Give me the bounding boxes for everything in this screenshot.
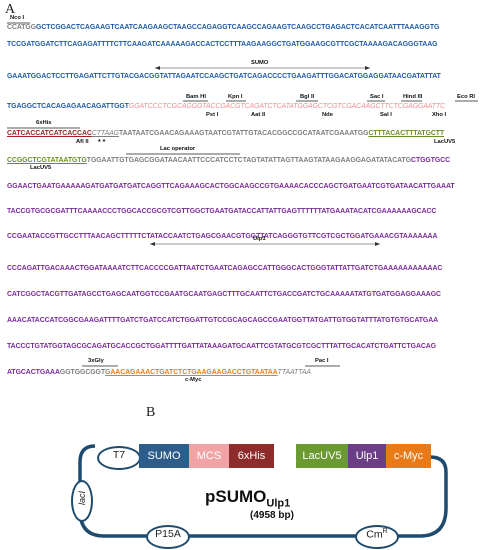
aflii-label: Afl II (76, 139, 89, 145)
ncoi-label: Nco I (10, 15, 25, 21)
paci-label: Pac I (315, 358, 329, 364)
sequence-run: CTTAAG (91, 130, 119, 137)
sequence-run: CCCAGATTGACAAACTGGATAAAATCTTCACCCCGATTAA… (7, 265, 443, 272)
sequence-line-2: TCCGATGGATCTTCAGAGATTTTCTTCAAGATCAAAAAGA… (7, 41, 438, 48)
sequence-run: GAAATGGACTCCTTGAGATTCTTGTACGACGGTATTAGAA… (7, 73, 441, 80)
sequence-run: GGATCCCTCGCAGGGTACCGACGTCAGATCTCATATGGAG… (128, 103, 446, 110)
plasmid-name: pSUMO (205, 487, 267, 506)
cmr-text: Cm (366, 528, 383, 541)
lacuv5-label-2: LacUV5 (30, 165, 52, 171)
sequence-run: CTGGTGCC (411, 157, 451, 164)
sequence-line-11: CATCGGCTACGTTGATAGCCTGAGCAATGGTCCGAATGCA… (7, 291, 441, 298)
sequence-line-3: GAAATGGACTCCTTGAGATTCTTGTACGACGGTATTAGAA… (7, 73, 441, 80)
sequence-run: TAATAATCGAACAGAAAGTAATCGTATTGTACACGGCCGC… (118, 130, 369, 137)
laci-label: lacI (77, 491, 87, 506)
sequence-run: CCGAATACCGTTGCCTTTAACAGCTTTTTCTATACCAATC… (7, 233, 438, 240)
sequence-line-1: CCATGGGCTCGGACTCAGAAGTCAATCAAGAAGCTAAGCC… (7, 24, 439, 31)
sequence-run: TACCGTGCGCGATTTCAAAACCCTGGCACCGCGTCGTTGG… (7, 208, 437, 215)
sequence-line-9: CCGAATACCGTTGCCTTTAACAGCTTTTTCTATACCAATC… (7, 233, 437, 240)
sequence-run: GGAACTGAATGAAAAAGATGATGATGATCAGGTTCAGAAA… (7, 183, 455, 190)
sixhis-label: 6xHis (36, 120, 52, 126)
sequence-line-4: TGAGGCTCACAGAGAACAGATTGGTGGATCCCTCGCAGGG… (7, 103, 445, 110)
mcs-segment: MCS (189, 444, 229, 468)
sequence-run: AAACATACCATCGGCGAAGATTTTGATCTGATCCATCTGG… (7, 317, 439, 324)
sequence-run: GCTCGGACTCAGAAGTCAATCAAGAAGCTAAGCCAGAGGT… (36, 24, 440, 31)
sequence-line-8: TACCGTGCGCGATTTCAAAACCCTGGCACCGCGTCGTTGG… (7, 208, 436, 215)
ulp1-segment: Ulp1 (348, 444, 386, 468)
sequence-line-10: CCCAGATTGACAAACTGGATAAAATCTTCACCCCGATTAA… (7, 265, 442, 272)
bglii-label: Bgl II (300, 94, 315, 100)
sequence-run: TACCCTGTATGGTAGCGCAGATGCACCGCTGGATTTTGAT… (7, 343, 437, 350)
sumo-label: SUMO (251, 60, 269, 66)
plasmid-subscript: Ulp1 (266, 497, 291, 510)
panel-a-label: A (5, 2, 16, 17)
sequence-run: TCCGATGGATCTTCAGAGATTTTCTTCAAGATCAAAAAGA… (7, 41, 438, 48)
cmr-superscript: R (382, 528, 388, 535)
saci-label: Sac I (370, 94, 384, 100)
cmr-marker (355, 525, 399, 549)
3xgly-label: 3xGly (88, 358, 104, 364)
lac-operator-label: Lac operator (160, 146, 196, 152)
panel-b-label: B (146, 405, 156, 420)
stop-codon-stars: * * (98, 139, 106, 146)
nde-label: Nde (322, 112, 333, 118)
p15a-origin (146, 525, 190, 549)
t7-label: T7 (112, 449, 126, 461)
cmr-label: CmR (357, 528, 397, 541)
sequence-run: TTAATTAA (277, 369, 311, 376)
sequence-run: CTTTACACTTTATGCTT (368, 130, 445, 137)
sequence-run: CCGGCTCGTATAATGTG (7, 157, 87, 164)
ulp1-label: Ulp1 (253, 236, 266, 242)
sixhis-segment: 6xHis (229, 444, 274, 468)
laci-element (71, 480, 93, 522)
kpni-label: Kpn I (228, 94, 243, 100)
sequence-run: GGTGGCGGT (59, 369, 106, 376)
sequence-line-6: CCGGCTCGTATAATGTGTGGAATTGTGAGCGGATAACAAT… (7, 157, 450, 164)
plasmid-title: pSUMOUlp1 (205, 487, 290, 509)
sequence-line-13: TACCCTGTATGGTAGCGCAGATGCACCGCTGGATTTTGAT… (7, 343, 436, 350)
lacuv5-segment: LacUV5 (296, 444, 348, 468)
sequence-run: ATGCACTGAAA (7, 369, 60, 376)
sequence-run: CATCACCATCATCACCAC (7, 130, 92, 137)
sequence-line-5: CATCACCATCATCACCACCTTAAGTAATAATCGAACAGAA… (7, 130, 444, 137)
sequence-line-14: ATGCACTGAAAGGTGGCGGTGAACAGAAACTGATCTCTGA… (7, 369, 311, 376)
sequence-run: CATCGGCTACGTTGATAGCCTGAGCAATGGTCCGAATGCA… (7, 291, 441, 298)
cmyc-segment: c-Myc (386, 444, 431, 468)
aatii-label: Aat II (251, 112, 266, 118)
xhoi-label: Xho I (432, 112, 447, 118)
plasmid-size: (4958 bp) (250, 510, 294, 521)
sequence-line-12: AAACATACCATCGGCGAAGATTTTGATCTGATCCATCTGG… (7, 317, 438, 324)
plasmid-backbone (78, 444, 448, 538)
hindiii-label: Hind III (403, 94, 423, 100)
cmyc-label: c-Myc (185, 377, 202, 383)
p15a-label: P15A (155, 528, 181, 540)
sequence-run: GAACAGAAACTGATCTCTGAAGAAGACCTGTAATAA (105, 369, 278, 376)
lacuv5-label-1: LacUV5 (434, 139, 456, 145)
sequence-run: TGAGGCTCACAGAGAACAGATTGGT (7, 103, 129, 110)
sumo-segment: SUMO (139, 444, 189, 468)
sequence-run: TGGAATTGTGAGCGGATAACAATTCC (86, 157, 211, 164)
sequence-run: CATCCTCTAGTATATTAGTTAAGTATAAGAAGGAGATATA… (210, 157, 412, 164)
psti-label: Pst I (206, 112, 219, 118)
ecori-label: Eco RI (457, 94, 476, 100)
sequence-line-7: GGAACTGAATGAAAAAGATGATGATGATCAGGTTCAGAAA… (7, 183, 455, 190)
sequence-run: CCATGG (7, 24, 37, 31)
sali-label: Sal I (380, 112, 392, 118)
bamhi-label: Bam HI (186, 94, 206, 100)
